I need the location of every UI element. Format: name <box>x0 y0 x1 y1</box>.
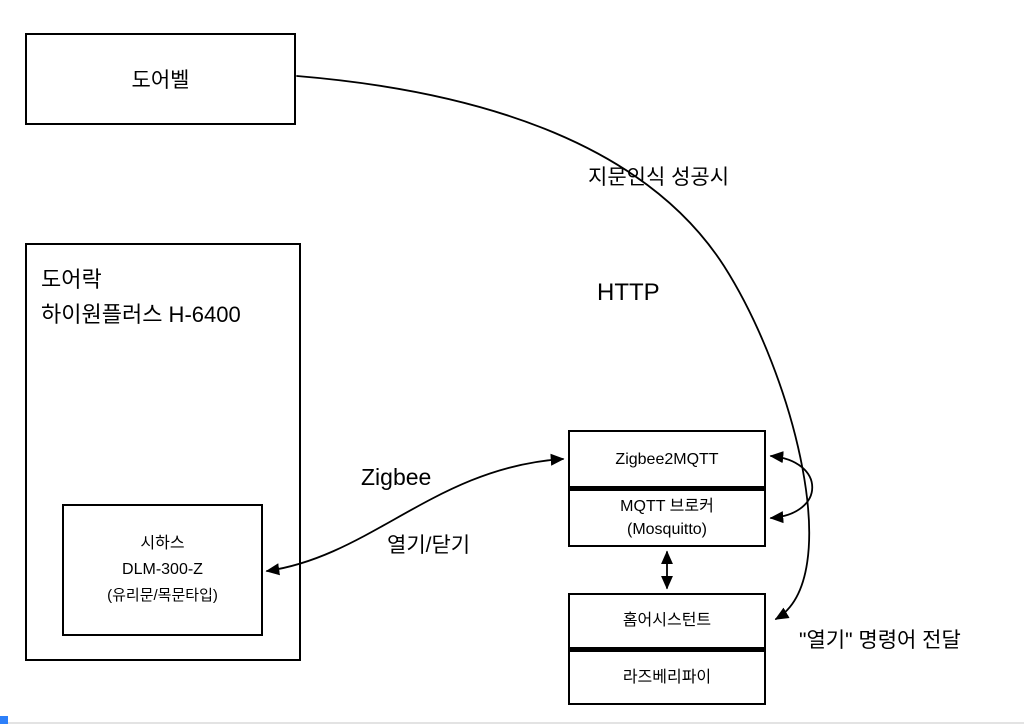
scrollbar-thumb[interactable] <box>0 716 8 724</box>
sihas-label-line2: DLM-300-Z <box>122 561 203 578</box>
edge-zigbee2mqtt-mqttbroker-loop <box>769 451 813 524</box>
doorlock-label-line2: 하이원플러스 H-6400 <box>41 302 241 327</box>
node-zigbee2mqtt: Zigbee2MQTT MQTT 브로커 (Mosquitto) <box>568 430 766 547</box>
homeassistant-top-section: 홈어시스턴트 <box>570 595 764 647</box>
mqtt-broker-label-line2: (Mosquitto) <box>626 521 708 538</box>
zigbee2mqtt-top-section: Zigbee2MQTT <box>570 432 764 486</box>
homeassistant-label: 홈어시스턴트 <box>622 612 712 630</box>
doorlock-label-line1: 도어락 <box>41 267 102 292</box>
horizontal-scrollbar-track[interactable] <box>0 722 1024 724</box>
node-homeassistant: 홈어시스턴트 라즈베리파이 <box>568 593 766 705</box>
sihas-label-line1: 시하스 <box>140 535 185 552</box>
homeassistant-divider <box>570 646 764 652</box>
node-sihas: 시하스 DLM-300-Z (유리문/목문타입) <box>62 504 263 636</box>
edge-label-fingerprint: 지문인식 성공시 <box>588 166 730 189</box>
edge-label-zigbee: Zigbee <box>361 464 432 490</box>
raspberrypi-label: 라즈베리파이 <box>622 668 712 686</box>
mqtt-broker-section: MQTT 브로커 (Mosquitto) <box>570 491 764 545</box>
node-doorlock: 도어락 하이원플러스 H-6400 <box>25 243 301 661</box>
edge-label-open-command: "열기" 명령어 전달 <box>799 629 961 652</box>
edge-label-http: HTTP <box>597 279 660 306</box>
zigbee2mqtt-label: Zigbee2MQTT <box>615 450 719 468</box>
node-doorbell: 도어벨 <box>25 33 296 125</box>
mqtt-broker-label-line1: MQTT 브로커 <box>620 498 714 515</box>
raspberrypi-section: 라즈베리파이 <box>570 652 764 704</box>
sihas-label-line3: (유리문/목문타입) <box>107 587 218 604</box>
edge-label-open-close: 열기/닫기 <box>387 534 471 557</box>
doorbell-label: 도어벨 <box>131 69 190 92</box>
